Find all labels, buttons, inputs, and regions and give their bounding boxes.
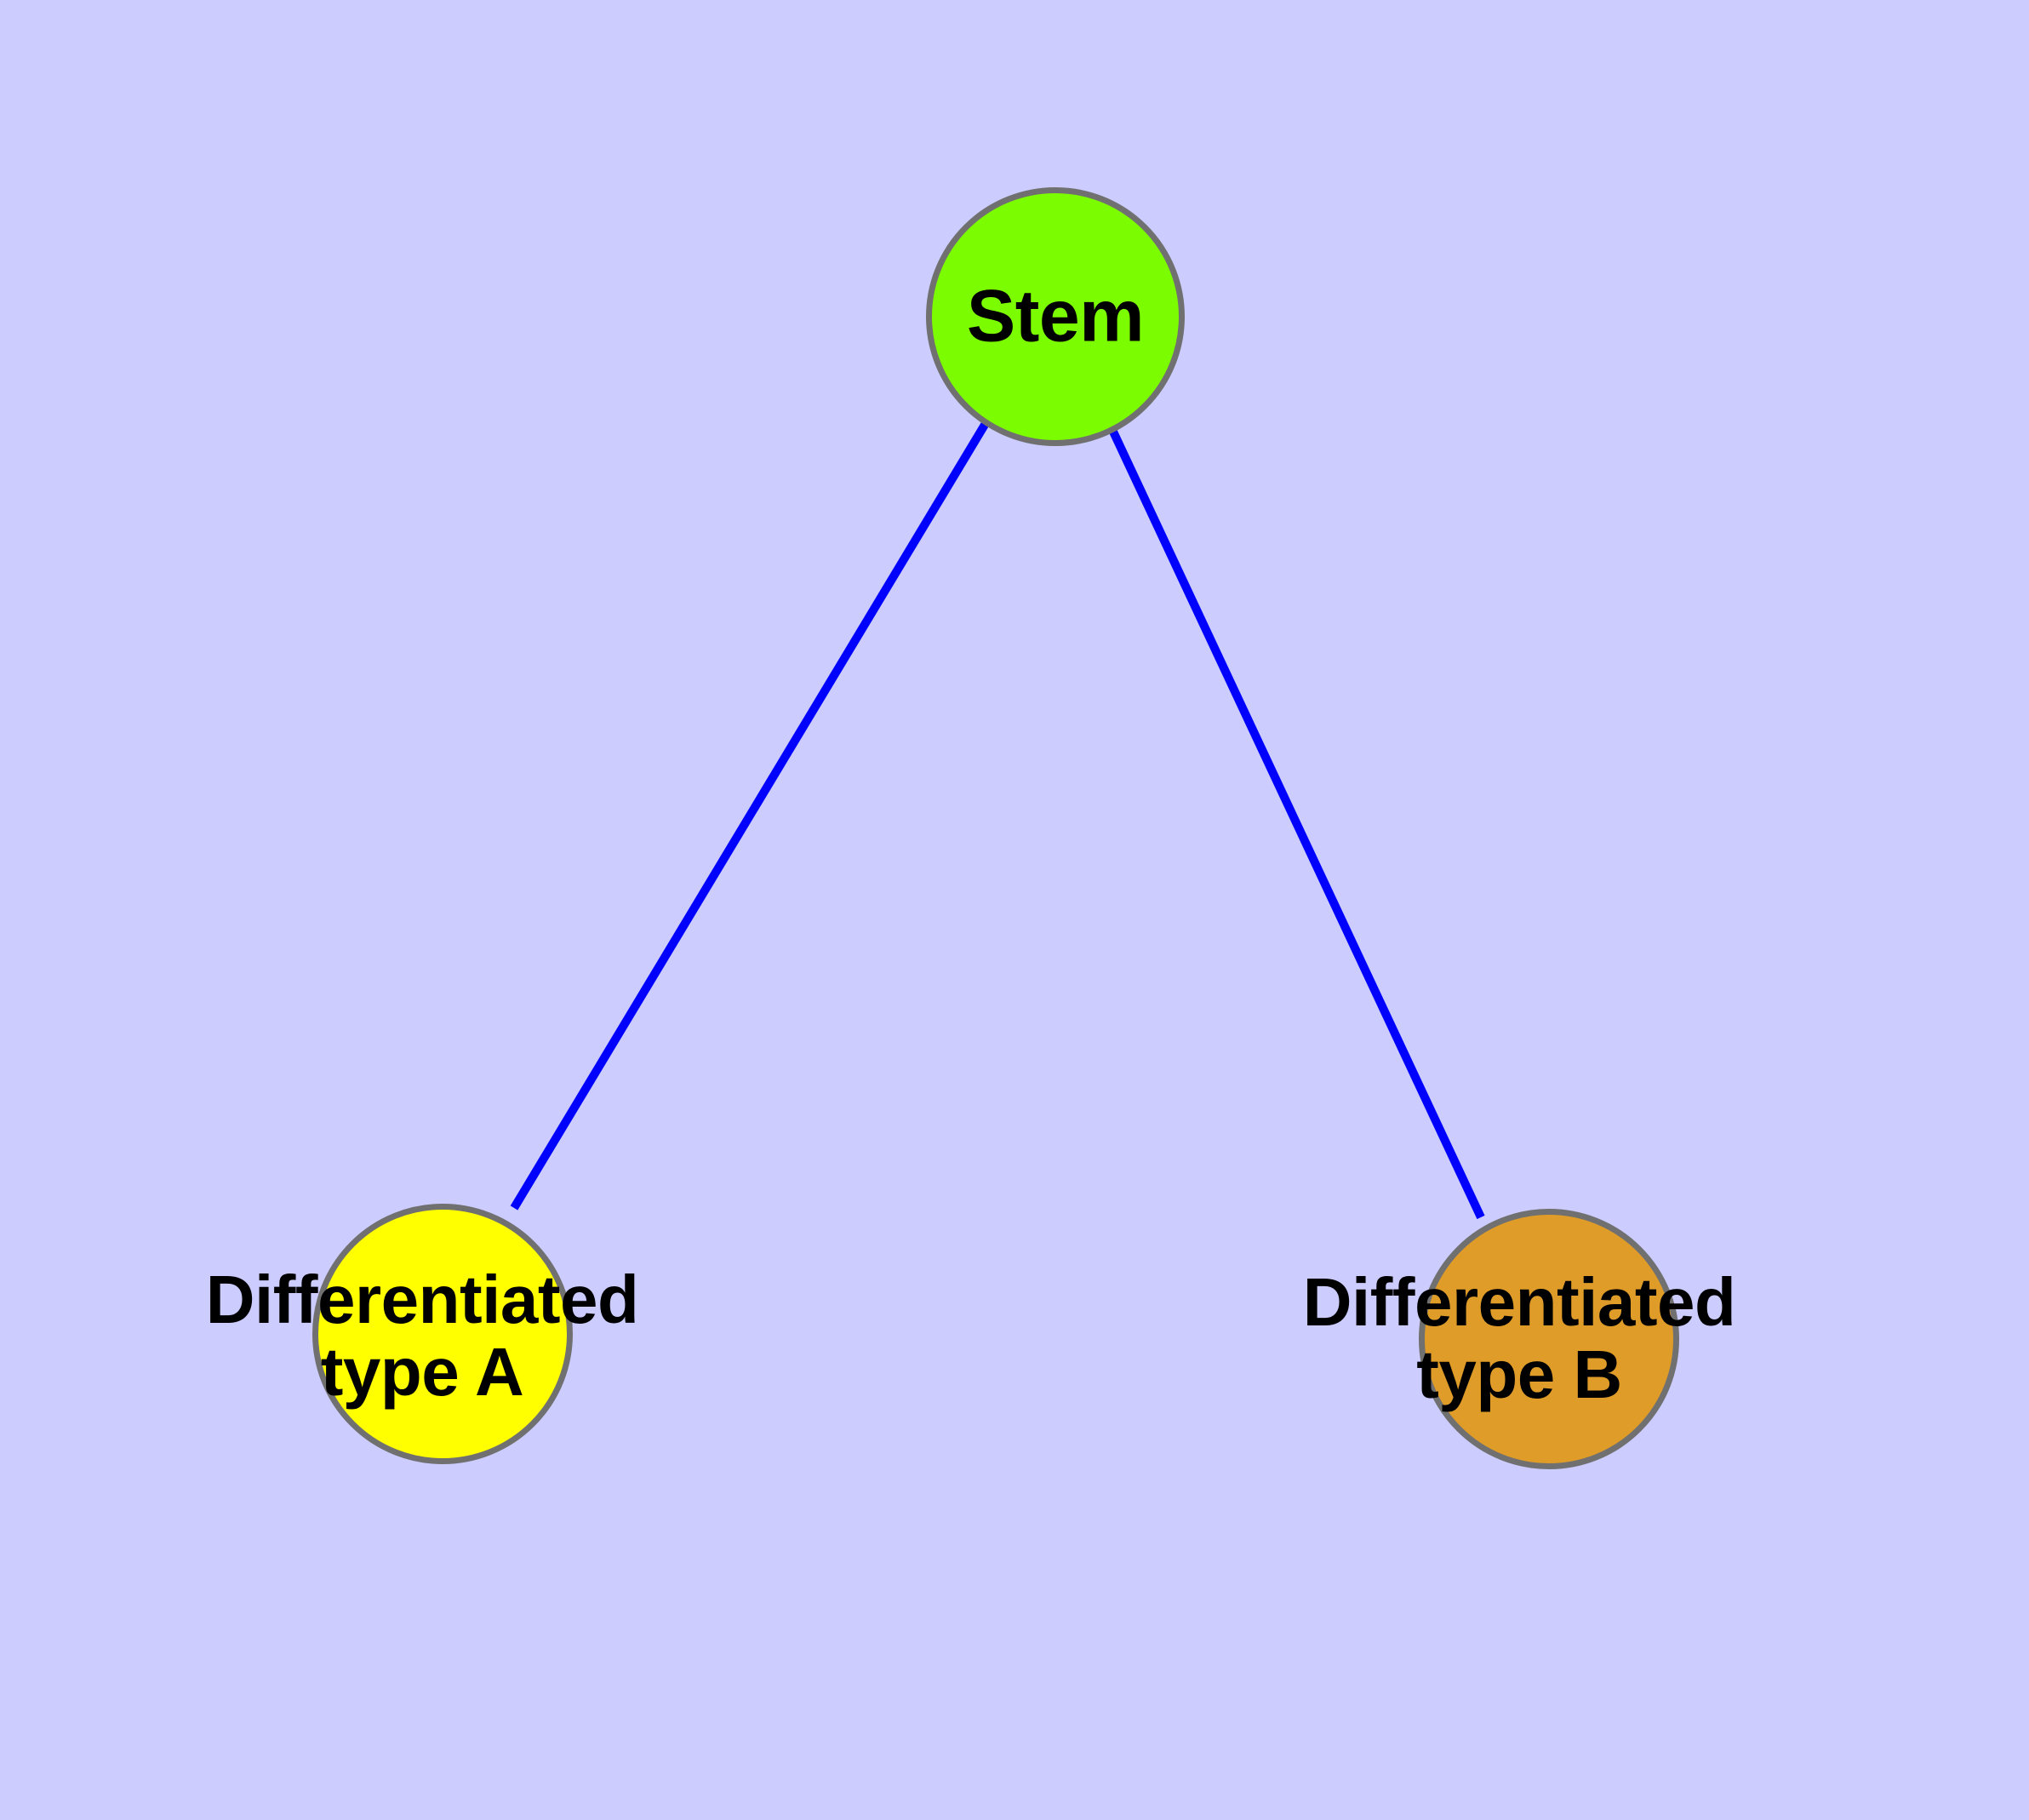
- node-differentiated-type-b[interactable]: [1419, 1209, 1679, 1469]
- node-differentiated-type-a[interactable]: [312, 1204, 573, 1464]
- node-layer: [312, 187, 1679, 1469]
- edge-layer: [510, 422, 1485, 1220]
- node-stem[interactable]: [926, 187, 1185, 446]
- edge-stem-to-differentiated-type-b: [1109, 429, 1485, 1220]
- edge-stem-to-differentiated-type-a: [510, 422, 989, 1210]
